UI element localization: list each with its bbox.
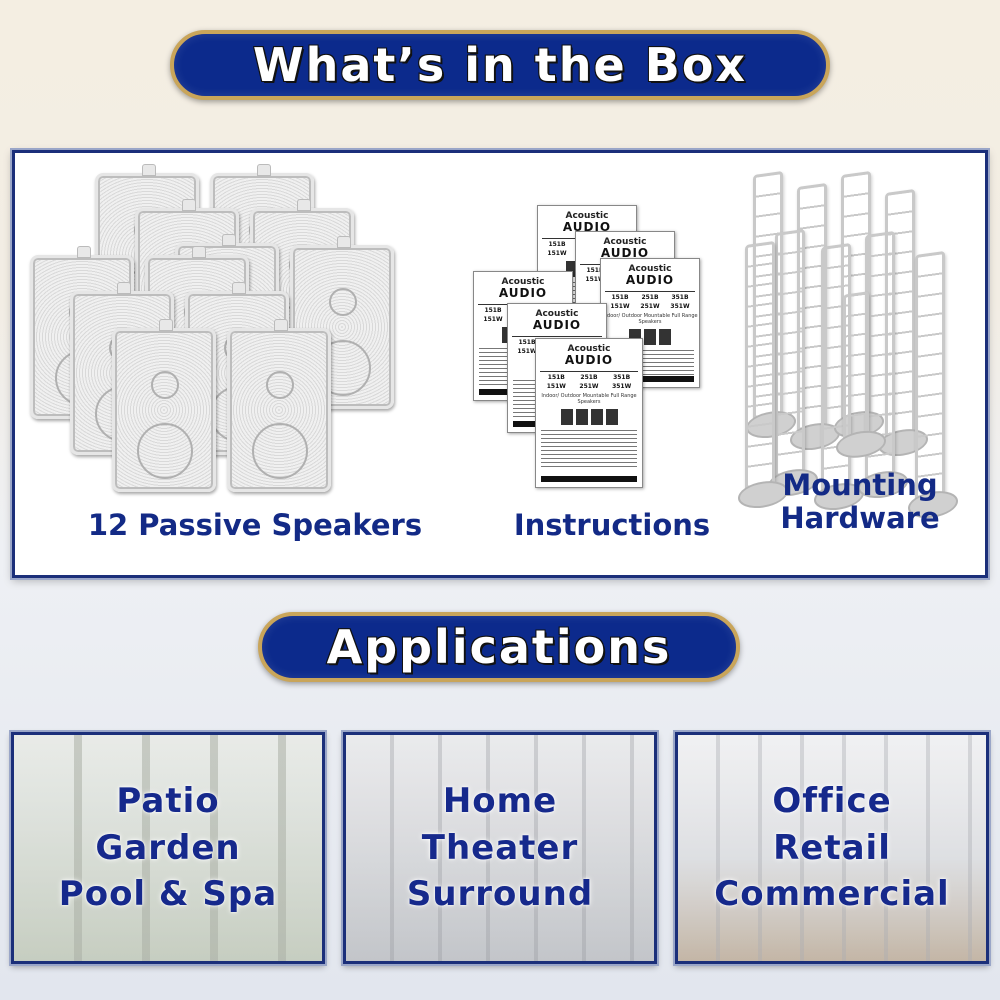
- applications-title: Applications: [326, 619, 672, 675]
- application-line: Patio: [116, 780, 220, 821]
- mounting-hardware-caption-word: Hardware: [780, 501, 940, 536]
- speakers-caption: 12 Passive Speakers: [87, 508, 423, 542]
- whats-in-box-banner: What’s in the Box: [170, 30, 830, 100]
- instructions-caption: Instructions: [513, 508, 711, 542]
- whats-in-box-title: What’s in the Box: [252, 37, 748, 93]
- application-card-home: Home Theater Surround: [343, 732, 657, 964]
- application-line: Retail: [773, 827, 891, 868]
- application-card-office: Office Retail Commercial: [675, 732, 989, 964]
- application-card-patio: Patio Garden Pool & Spa: [11, 732, 325, 964]
- application-line: Surround: [406, 874, 594, 915]
- applications-banner: Applications: [258, 612, 740, 682]
- application-line: Office: [772, 780, 892, 821]
- application-line: Theater: [421, 827, 579, 868]
- application-line: Commercial: [714, 874, 950, 915]
- application-line: Pool & Spa: [58, 874, 278, 915]
- mounting-hardware-caption-word: Mounting: [782, 468, 938, 502]
- application-line: Garden: [95, 827, 241, 868]
- application-line: Home: [442, 780, 558, 821]
